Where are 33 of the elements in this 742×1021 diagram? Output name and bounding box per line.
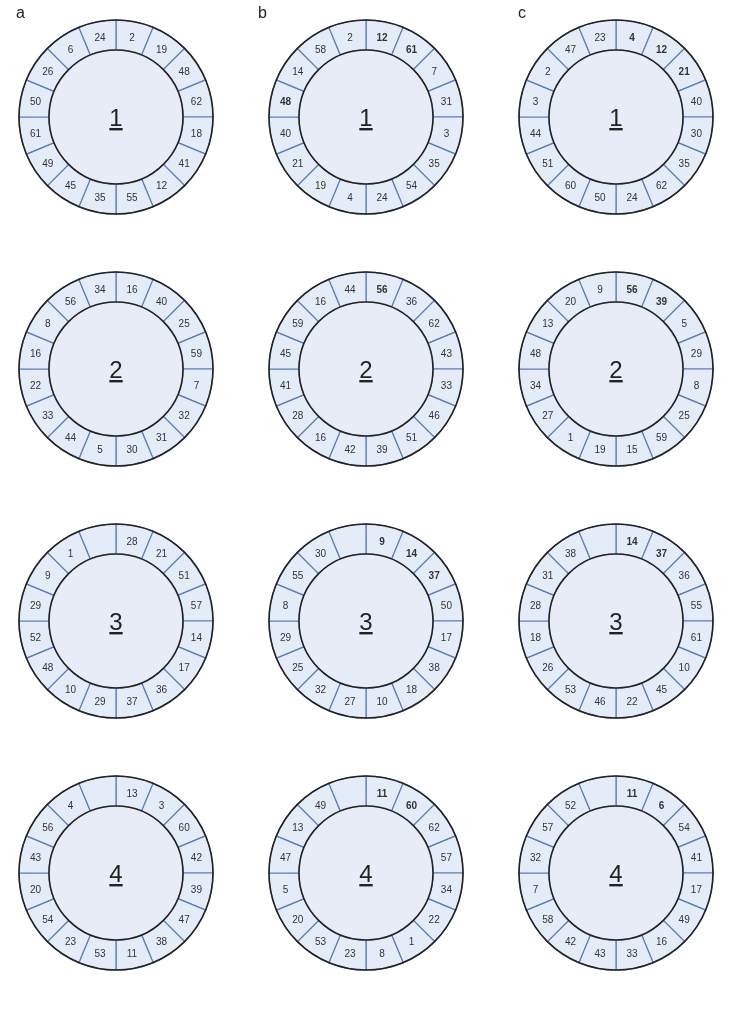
ring-segment bbox=[578, 775, 617, 812]
ring-number: 1 bbox=[109, 104, 123, 131]
ring-segment bbox=[78, 775, 117, 812]
ring-diagram bbox=[268, 775, 464, 971]
ring-number: 4 bbox=[109, 860, 123, 887]
ring-diagram bbox=[18, 775, 214, 971]
ring-number: 4 bbox=[359, 860, 373, 887]
panel-letter: c bbox=[518, 4, 526, 21]
ring-diagram bbox=[268, 271, 464, 467]
ring-diagram bbox=[18, 271, 214, 467]
ring-number: 1 bbox=[359, 104, 373, 131]
ring-segment bbox=[328, 775, 367, 812]
ring-diagram bbox=[518, 523, 714, 719]
ring-diagram bbox=[18, 19, 214, 215]
ring-number: 3 bbox=[359, 608, 373, 635]
ring-number: 2 bbox=[609, 356, 623, 383]
ring-diagram bbox=[518, 271, 714, 467]
ring-segment bbox=[328, 523, 367, 560]
ring-diagram bbox=[518, 19, 714, 215]
ring-number: 4 bbox=[609, 860, 623, 887]
ring-diagram bbox=[268, 19, 464, 215]
ring-number: 3 bbox=[609, 608, 623, 635]
ring-diagram bbox=[18, 523, 214, 719]
ring-diagram bbox=[518, 775, 714, 971]
ring-number: 1 bbox=[609, 104, 623, 131]
ring-diagram bbox=[268, 523, 464, 719]
ring-segment bbox=[578, 523, 617, 560]
panel-letter: b bbox=[258, 4, 267, 21]
ring-segment bbox=[78, 523, 117, 560]
ring-number: 3 bbox=[109, 608, 123, 635]
ring-number: 2 bbox=[359, 356, 373, 383]
ring-number: 2 bbox=[109, 356, 123, 383]
panel-letter: a bbox=[16, 4, 25, 21]
